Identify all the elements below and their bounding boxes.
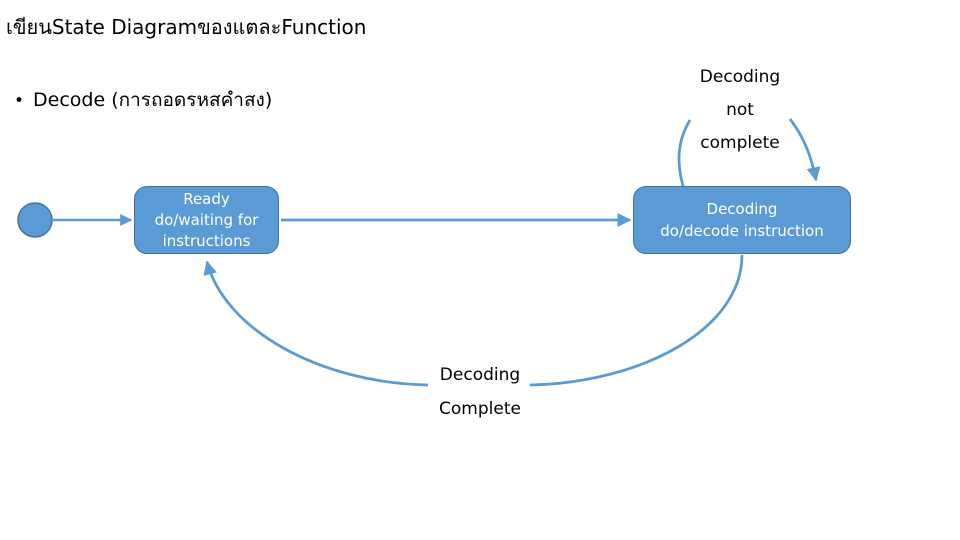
bullet-item: • Decode (การถอดรหสคำสง) xyxy=(14,88,514,113)
bullet-item-label: Decode (การถอดรหสคำสง) xyxy=(33,89,273,111)
transition-decoding-to-ready-left xyxy=(203,260,429,387)
state-decoding-activity: do/decode instruction xyxy=(660,222,824,240)
state-decoding-name: Decoding xyxy=(706,200,778,218)
state-node-decoding[interactable]: Decoding do/decode instruction xyxy=(633,186,851,254)
transition-decoding-self-loop-left xyxy=(677,119,692,187)
transition-decoding-to-ready-right xyxy=(529,254,744,387)
complete-label-line-2: Complete xyxy=(439,399,521,419)
state-ready-activity-line-2: instructions xyxy=(162,231,251,250)
state-ready-name: Ready xyxy=(183,189,230,208)
start-node-circle xyxy=(17,202,53,238)
page-title: เขียนState DiagramของแตละFunction xyxy=(6,15,367,39)
transition-label-decoding-not-complete: Decoding not complete xyxy=(640,61,840,160)
complete-label-line-1: Decoding xyxy=(439,365,521,385)
state-node-ready[interactable]: Ready do/waiting for instructions xyxy=(134,186,279,254)
state-ready-activity-line-1: do/waiting for xyxy=(154,210,259,229)
self-loop-label-line-1: Decoding xyxy=(699,67,781,87)
transition-decoding-self-loop-right xyxy=(788,118,821,182)
bullet-marker-icon: • xyxy=(14,91,25,111)
transition-label-decoding-complete: Decoding Complete xyxy=(390,358,570,426)
self-loop-label-line-2: not xyxy=(726,100,754,120)
self-loop-label-line-3: complete xyxy=(700,133,780,153)
